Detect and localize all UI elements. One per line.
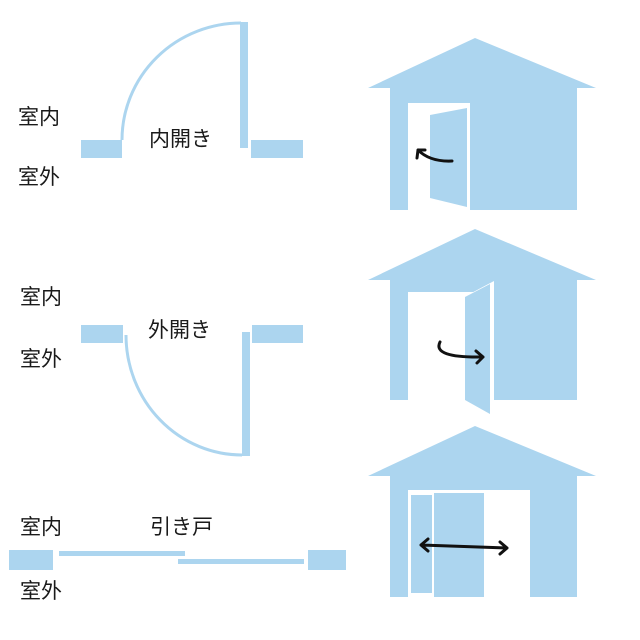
inward-door-leaf [240,22,248,148]
sliding-wall-left [9,550,53,570]
outward-wall-left [81,325,123,343]
inward-wall-right [251,140,303,158]
house-sliding [368,426,596,597]
sliding-indoor-label: 室内 [20,515,62,539]
sliding-wall-right [308,550,346,570]
inward-outdoor-label: 室外 [18,165,60,189]
inward-title: 内開き [149,127,212,151]
outward-door-open [465,284,490,414]
sliding-title: 引き戸 [150,515,213,539]
outward-swing-arc [124,334,243,457]
inward-indoor-label: 室内 [18,105,60,129]
inward-arrow-icon [415,148,454,163]
outward-outdoor-label: 室外 [20,347,62,371]
outward-arrow-icon [437,340,485,365]
house-outward [368,229,596,418]
sliding-rail-inner [59,551,185,556]
house-inward [368,38,596,210]
outward-title: 外開き [148,318,211,342]
sliding-rail-outer [178,559,304,564]
sliding-outdoor-label: 室外 [20,579,62,603]
inward-swing-arc [120,21,242,141]
sliding-arrow-icon [419,537,509,556]
outward-door-leaf [242,332,250,456]
outward-wall-right [252,325,303,343]
outward-indoor-label: 室内 [20,285,62,309]
inward-door-open [430,108,467,207]
inward-wall-left [81,140,122,158]
